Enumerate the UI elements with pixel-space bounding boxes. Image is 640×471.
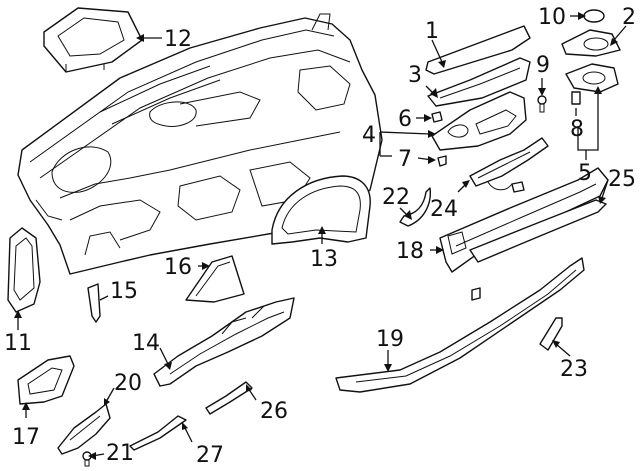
part-6-clip: [431, 111, 443, 123]
part-21-screw: [82, 451, 92, 467]
part-17-bezel: [17, 355, 75, 405]
part-11-side-panel: [7, 227, 41, 313]
callout-labels: 1 2 3 4 5 6 7 8 9 10 11 12 13 14 15 16 1…: [4, 5, 636, 468]
part-12-top-cover: [43, 7, 143, 73]
callout-22: 22: [382, 185, 410, 210]
callout-13: 13: [310, 247, 338, 272]
callout-9: 9: [536, 53, 550, 78]
callout-27: 27: [196, 443, 224, 468]
part-5-speaker: [565, 63, 619, 93]
part-1-upper-trim: [425, 25, 531, 75]
part-10-cap: [583, 9, 605, 23]
callout-18: 18: [396, 239, 424, 264]
callout-21: 21: [106, 441, 134, 466]
callout-8: 8: [570, 117, 584, 142]
part-24-harness: [469, 137, 549, 193]
part-2-grille: [561, 29, 621, 57]
callout-1: 1: [425, 19, 439, 44]
part-9-fastener: [537, 95, 547, 113]
callout-4: 4: [362, 123, 376, 148]
callout-14: 14: [132, 331, 160, 356]
callout-3: 3: [408, 63, 422, 88]
callout-20: 20: [114, 371, 142, 396]
callout-23: 23: [560, 357, 588, 382]
callout-10: 10: [538, 5, 566, 30]
callout-5: 5: [578, 161, 592, 186]
part-4-vent-carrier: [431, 91, 527, 151]
part-7-clip: [437, 155, 447, 167]
callout-12: 12: [164, 27, 192, 52]
callout-24: 24: [430, 197, 458, 222]
part-13-cluster: [271, 175, 371, 245]
callout-16: 16: [164, 255, 192, 280]
callout-6: 6: [398, 107, 412, 132]
callout-15: 15: [110, 279, 138, 304]
callout-25: 25: [608, 167, 636, 192]
part-25-strip: [469, 199, 607, 263]
callout-2: 2: [622, 5, 636, 30]
part-8-clip: [571, 91, 581, 105]
part-15-bracket: [87, 283, 101, 323]
part-19-lower-trim: [335, 257, 585, 393]
part-27-trim-strip: [129, 415, 187, 451]
part-26-trim-strip: [205, 381, 253, 415]
part-3-trim-panel: [427, 57, 531, 107]
part-23-bracket: [539, 317, 563, 351]
part-20-switch-panel: [57, 403, 111, 455]
callout-7: 7: [398, 147, 412, 172]
callout-26: 26: [260, 399, 288, 424]
part-16-trim: [185, 255, 245, 303]
leader-lines: [14, 12, 627, 460]
part-14-lower-cover: [153, 297, 295, 387]
callout-19: 19: [376, 327, 404, 352]
callout-17: 17: [12, 425, 40, 450]
callout-11: 11: [4, 331, 32, 356]
